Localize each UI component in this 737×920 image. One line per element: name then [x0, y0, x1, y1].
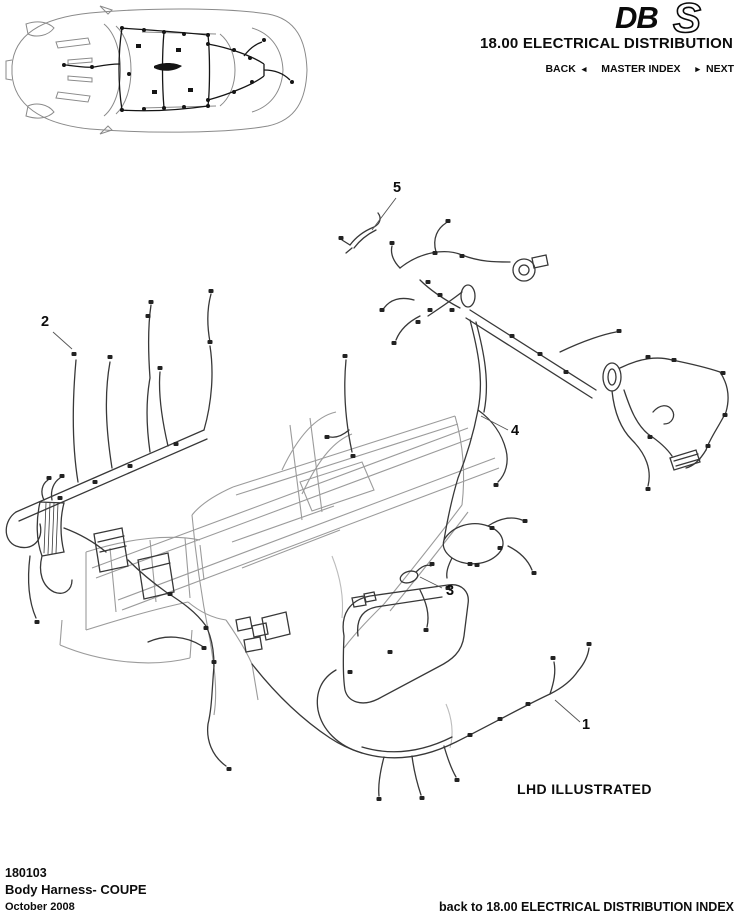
dbs-logo: DB S — [615, 0, 702, 42]
issue-date: October 2008 — [5, 901, 75, 913]
logo-s-text: S — [673, 0, 701, 41]
callout-4: 4 — [511, 423, 520, 439]
lhd-illustrated-note: LHD ILLUSTRATED — [517, 781, 652, 797]
drawing-number: 180103 — [5, 866, 47, 880]
back-to-index-link[interactable]: back to 18.00 ELECTRICAL DISTRIBUTION IN… — [439, 900, 734, 914]
logo-db-text: DB — [615, 0, 658, 35]
car-top-view-illustration — [5, 5, 308, 135]
callout-2: 2 — [41, 314, 50, 330]
next-arrow-icon: ► — [693, 64, 702, 75]
callout-5: 5 — [393, 180, 402, 196]
callout-3: 3 — [446, 583, 455, 599]
back-arrow-icon: ◄ — [579, 64, 589, 75]
nav-next-link[interactable]: NEXT — [705, 63, 734, 75]
nav-bar: BACK ◄ MASTER INDEX ► NEXT — [545, 63, 734, 75]
harness-connectors — [34, 219, 728, 801]
callout-1: 1 — [582, 717, 591, 733]
nav-master-index-link[interactable]: MASTER INDEX — [601, 63, 681, 75]
drawing-title: Body Harness- COUPE — [5, 882, 147, 897]
nav-back-link[interactable]: BACK — [545, 63, 576, 75]
page-title: 18.00 ELECTRICAL DISTRIBUTION — [479, 35, 733, 52]
callout-leader-lines — [52, 197, 581, 723]
